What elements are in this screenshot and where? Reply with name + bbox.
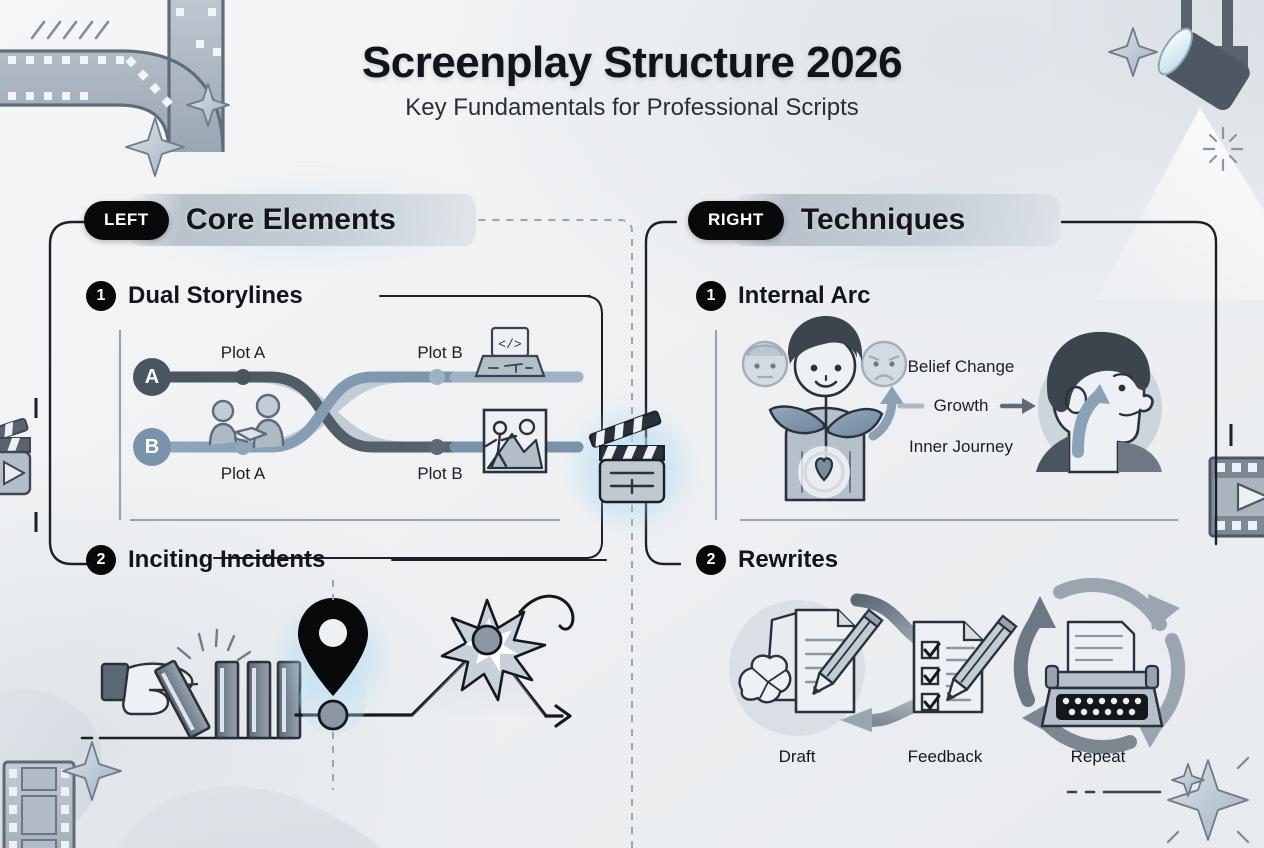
right-section-title: Techniques [800,203,966,236]
right-item-2-heading: 2 Rewrites [696,545,838,575]
item-title: Dual Storylines [128,282,303,309]
dominoes-icon [154,659,302,740]
laptop-code-icon: </> [474,326,546,378]
track-b-end-label: Plot B [417,464,463,483]
page-title: Screenplay Structure 2026 [361,38,903,87]
item-title: Internal Arc [738,282,871,309]
item-number: 1 [696,281,726,311]
track-a-start-label: Plot A [220,343,266,362]
character-faces-icon [741,340,789,388]
typewriter-icon [1040,620,1164,728]
track-a-badge: A [133,358,171,396]
track-a-end-label: Plot B [417,343,463,362]
film-frame-play-icon [1208,424,1264,538]
clapperboard-icon [588,410,666,504]
section-plate [732,194,1060,246]
item-number: 2 [86,545,116,575]
checklist-icon [912,614,1018,714]
left-item-2-heading: 2 Inciting Incidents [86,545,325,575]
belief-change-label: Belief Change [907,357,1015,376]
handshake-icon [208,393,285,449]
right-panel-bracket-outer [1060,220,1218,546]
left-item1-outline [213,295,603,559]
cycle-step-draft: Draft [778,747,816,766]
item-title: Rewrites [738,546,839,573]
right-section-header: RIGHT Techniques [688,184,1104,262]
right-item-1-heading: 1 Internal Arc [696,281,870,311]
left-section-header: LEFT Core Elements [84,184,520,262]
center-dashed-divider [478,219,633,848]
left-panel-bracket [48,220,98,566]
profile-head-icon [1036,331,1162,474]
cycle-step-feedback: Feedback [907,747,983,766]
sparkle-icon [1108,27,1158,77]
picture-frame-icon [482,408,548,474]
page-subtitle: Key Fundamentals for Professional Script… [405,94,859,121]
sparkle-icon [125,117,185,177]
item-title: Inciting Incidents [128,546,326,573]
svg-text:</>: </> [498,337,522,352]
section-plate [128,194,476,246]
film-strip-curve-icon [0,0,225,154]
character-faces-icon [860,340,908,388]
track-b-badge: B [133,428,171,466]
right-panel-bracket [644,220,682,566]
clapperboard-play-icon [0,398,38,532]
left-item-1-heading: 1 Dual Storylines [86,281,303,311]
film-strip-vertical-icon [2,760,76,848]
sparkle-icon [186,83,230,127]
sparkle-icon [1171,763,1205,797]
sparkle-icon [62,741,122,801]
page-header: Screenplay Structure 2026 Key Fundamenta… [0,38,1264,122]
item-number: 1 [86,281,116,311]
cycle-step-repeat: Repeat [1070,747,1126,766]
left-section-badge: LEFT [84,200,169,240]
growth-label: Growth [933,396,989,415]
track-b-start-label: Plot A [220,464,266,483]
sprout-icon [768,316,884,502]
left-section-title: Core Elements [185,203,396,236]
item-number: 2 [696,545,726,575]
right-section-badge: RIGHT [688,200,784,240]
spotlight-icon [1096,0,1264,300]
draft-page-icon [738,608,884,714]
inner-journey-label: Inner Journey [909,437,1013,456]
